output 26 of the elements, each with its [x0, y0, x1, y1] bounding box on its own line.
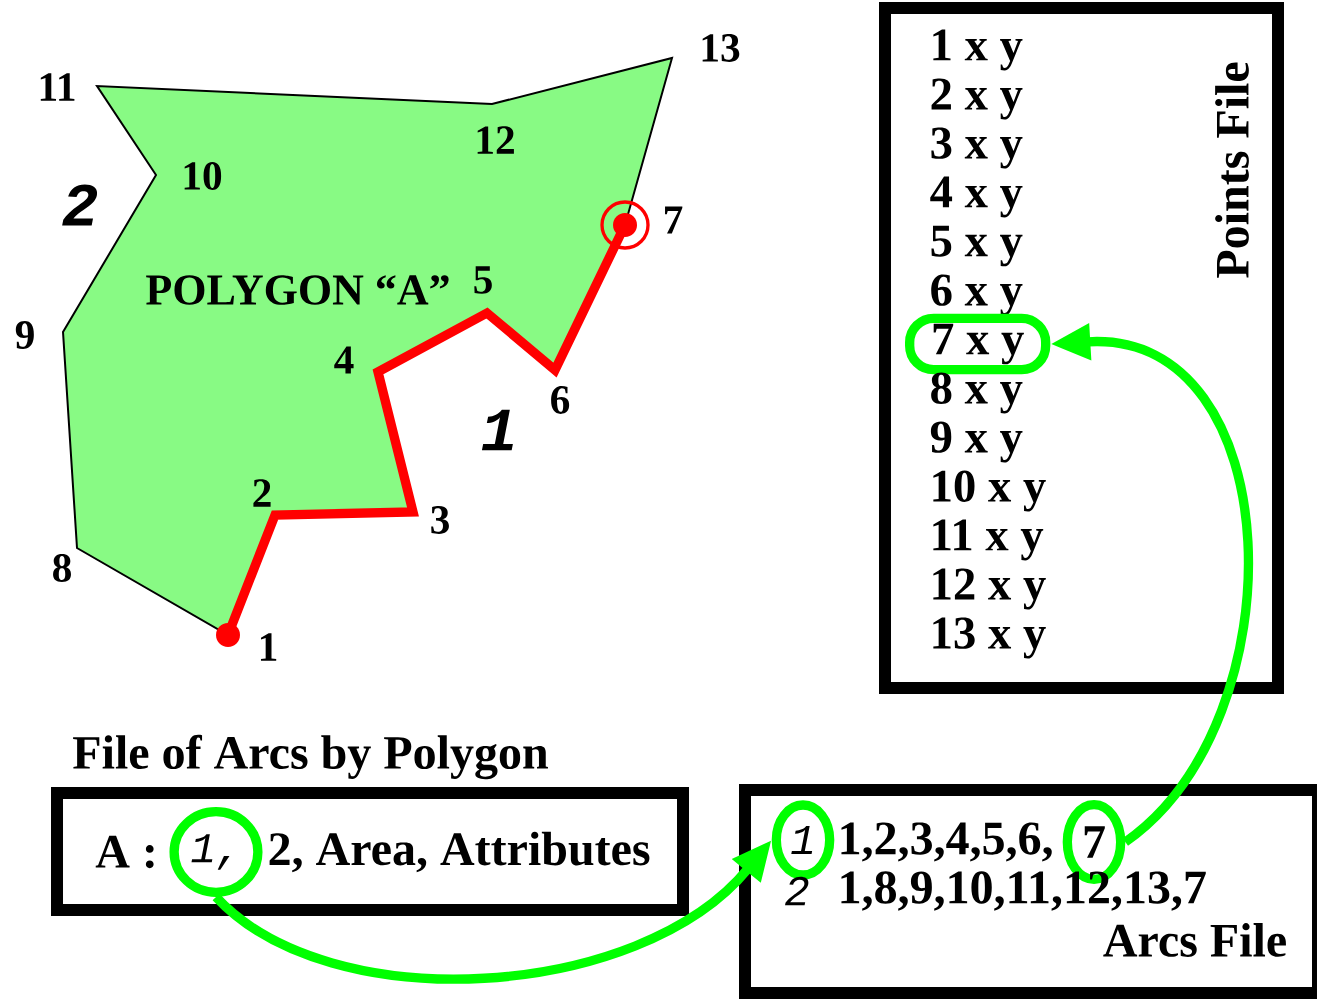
point-record: 3 x y — [931, 127, 1023, 169]
record-text: 2, Area, Attributes — [269, 831, 650, 873]
point-record: 6 x y — [931, 274, 1023, 316]
point-record: 2 x y — [931, 78, 1023, 120]
vertex-number: 10 — [184, 162, 222, 190]
arc-number: 2 — [62, 184, 98, 226]
vertex-number: 4 — [334, 346, 354, 374]
vertex-number: 13 — [702, 34, 740, 62]
vertex-number: 12 — [477, 126, 514, 154]
vertex-number: 5 — [474, 266, 492, 294]
node-label: File of Arcs by Polygon — [73, 734, 548, 780]
point-record: 9 x y — [930, 421, 1023, 463]
vertex-number: 6 — [551, 386, 570, 414]
circled-number: 1, — [169, 807, 263, 897]
point-record: 1 x y — [933, 29, 1023, 71]
arc-number: 1 — [481, 409, 513, 451]
point-record: 5 x y — [931, 225, 1023, 267]
point-record: 8 x y — [931, 372, 1023, 414]
point-record: 13 x y — [933, 617, 1046, 659]
point-record: 12 x y — [933, 568, 1046, 610]
point-record: 4 x y — [930, 176, 1023, 218]
vertex-number: 2 — [253, 479, 271, 507]
vertex-number: 3 — [431, 506, 449, 534]
point-record: 11 x y — [933, 519, 1044, 561]
arc-record: 1,2,3,4,5,6, — [841, 822, 1052, 862]
point-record: 10 x y — [933, 470, 1046, 512]
